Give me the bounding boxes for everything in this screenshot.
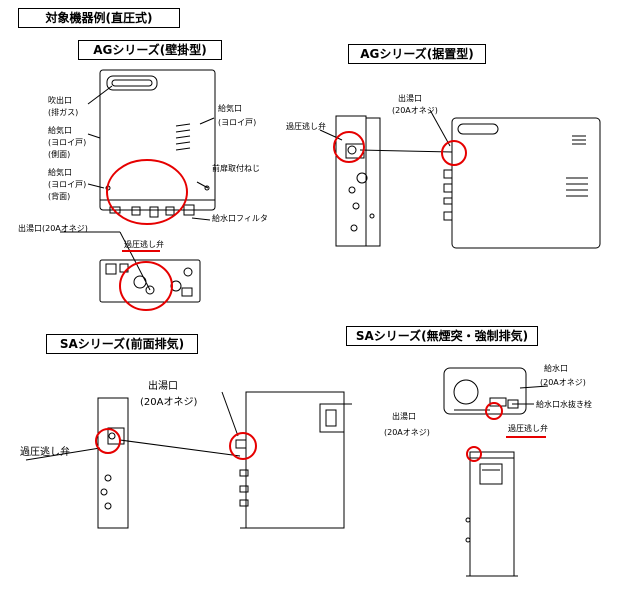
sa-forced-hot-outlet-sub: (20Aオネジ) [384,428,430,437]
highlight-relief-valve-sa-forced-top [485,402,503,420]
highlight-circles [95,131,503,462]
highlight-relief-valve-ag-wall-bottom [119,261,173,311]
ag-floor-heading: AGシリーズ(据置型) [348,44,486,64]
highlight-relief-valve-sa-front-main [229,432,257,460]
sa-front-hot-outlet-sub: (20Aオネジ) [140,397,198,408]
highlight-relief-valve-ag-floor-side [333,131,365,163]
ag-floor-hot-outlet-label: 出湯口 [398,94,422,103]
ag-wall-intake-side-sub1: (ヨロイ戸) [48,138,87,147]
sa-forced-water-inlet-sub: (20Aオネジ) [540,378,586,387]
sa-front-unit-side [25,397,129,529]
highlight-relief-valve-ag-wall [106,159,188,225]
sa-front-unit-main [119,391,352,529]
sa-forced-heading: SAシリーズ(無煙突・強制排気) [346,326,538,346]
ag-wall-unit-bottom [60,231,201,303]
ag-wall-front-screw-label: 前扉取付ねじ [212,164,260,173]
ag-wall-unit-front [87,69,216,221]
highlight-relief-valve-ag-floor-front [441,140,467,166]
ag-wall-hot-outlet-label: 出湯口(20Aオネジ) [18,224,88,233]
sa-front-hot-outlet-label: 出湯口 [148,381,178,392]
ag-wall-exhaust-label: 吹出口 [48,96,72,105]
sa-front-relief-valve-label: 過圧逃し弁 [20,447,70,458]
ag-floor-hot-outlet-sub: (20Aオネジ) [392,106,438,115]
sa-forced-hot-outlet-label: 出湯口 [392,412,416,421]
sa-forced-drain-plug-label: 給水口水抜き栓 [536,400,592,409]
ag-floor-unit-side [335,115,381,247]
ag-wall-intake-back-sub2: (背面) [48,192,71,201]
ag-wall-intake-back-label: 給気口 [48,168,72,177]
page-title: 対象機器例(直圧式) [18,8,180,28]
ag-wall-relief-valve-label: 過圧逃し弁 [124,240,164,249]
ag-wall-exhaust-sub: (排ガス) [48,108,79,117]
ag-wall-water-filter-label: 給水口フィルタ [212,214,268,223]
sa-forced-water-inlet-label: 給水口 [544,364,568,373]
sa-forced-relief-valve-label: 過圧逃し弁 [508,424,548,433]
ag-floor-relief-valve-label: 過圧逃し弁 [286,122,326,131]
ag-wall-intake-side-sub2: (側面) [48,150,71,159]
underline-relief-valve [122,250,546,438]
ag-wall-intake-front-sub: (ヨロイ戸) [218,118,257,127]
highlight-relief-valve-sa-forced-body [466,446,482,462]
highlight-relief-valve-sa-front-side [95,428,121,454]
ag-wall-intake-front-label: 給気口 [218,104,242,113]
ag-wall-heading: AGシリーズ(壁掛型) [78,40,222,60]
sa-front-heading: SAシリーズ(前面排気) [46,334,198,354]
ag-wall-intake-back-sub1: (ヨロイ戸) [48,180,87,189]
sa-forced-unit-body [465,451,518,577]
sa-forced-unit-top [443,367,549,415]
ag-floor-unit-front [319,109,601,249]
ag-wall-intake-side-label: 給気口 [48,126,72,135]
